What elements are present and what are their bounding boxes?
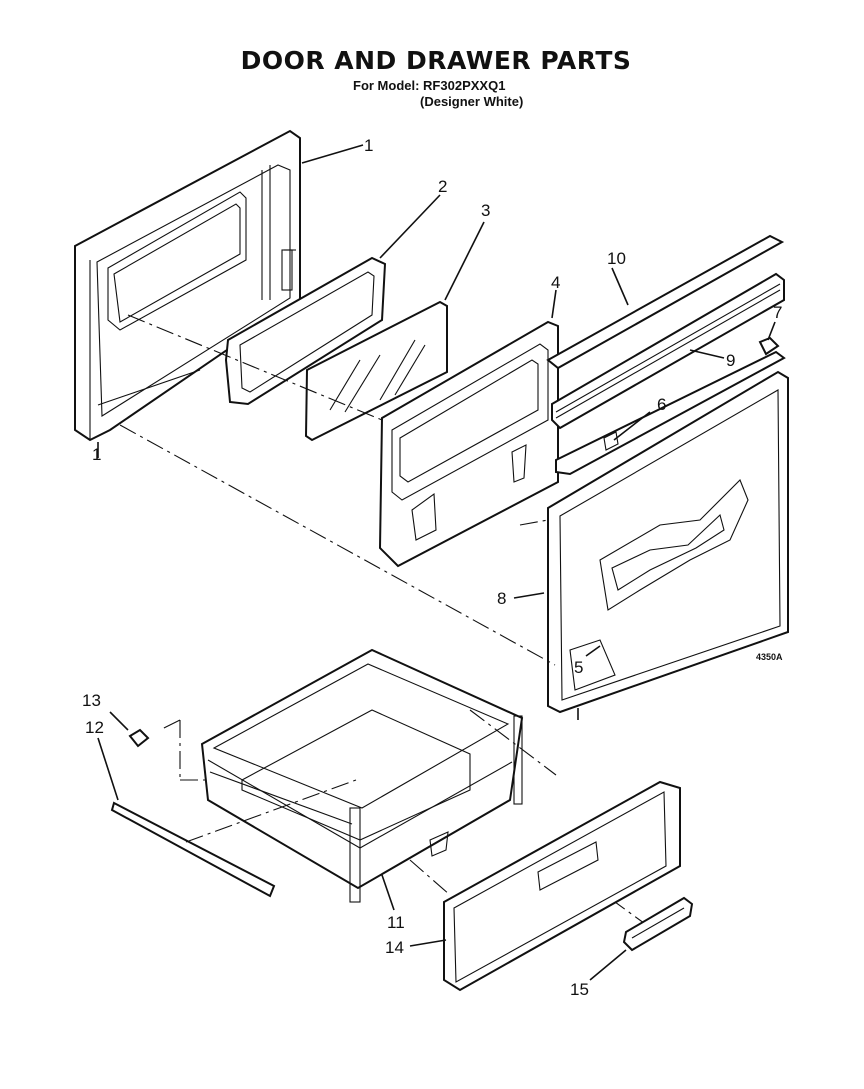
leader-5	[585, 645, 601, 657]
window-gasket	[224, 256, 387, 406]
drawer-clip	[128, 728, 150, 748]
leader-1-top	[301, 144, 364, 164]
leader-15	[589, 949, 627, 981]
top-trim-strip	[546, 234, 785, 370]
callout-15: 15	[570, 980, 589, 999]
callout-7: 7	[773, 303, 782, 322]
bottom-bracket	[555, 350, 786, 476]
callout-3: 3	[481, 201, 490, 220]
callout-1-top: 1	[364, 136, 373, 155]
callout-1-bottom: 1	[92, 445, 101, 464]
inner-door-liner	[378, 320, 559, 568]
callout-11: 11	[387, 913, 405, 932]
callout-8: 8	[497, 589, 506, 608]
assembly-line	[409, 859, 451, 896]
inner-door-panel	[547, 370, 789, 714]
leader-7	[767, 321, 776, 341]
assembly-line	[127, 314, 383, 421]
assembly-line	[119, 424, 556, 666]
callout-14: 14	[385, 938, 404, 957]
leader-9	[689, 349, 725, 359]
callout-6: 6	[657, 395, 666, 414]
leader-10	[611, 267, 629, 306]
leader-12	[97, 737, 119, 801]
leader-6	[613, 411, 651, 441]
callout-13: 13	[82, 691, 101, 710]
variant-line: (Designer White)	[420, 94, 524, 109]
callout-9: 9	[726, 351, 735, 370]
door-seal-channel	[551, 272, 785, 430]
outer-door-panel	[74, 129, 301, 442]
callout-4: 4	[551, 273, 560, 292]
callout-10: 10	[607, 249, 626, 268]
window-glass	[304, 300, 448, 442]
leader-14	[409, 939, 447, 947]
assembly-line	[469, 709, 557, 776]
callout-2: 2	[438, 177, 447, 196]
page-title: DOOR AND DRAWER PARTS	[240, 46, 632, 75]
leader-11	[381, 874, 395, 911]
drawer-handle	[622, 896, 694, 952]
model-line: For Model: RF302PXXQ1	[353, 78, 506, 93]
callout-12: 12	[85, 718, 104, 737]
leader-4	[551, 289, 557, 319]
drawer-front-panel	[443, 780, 681, 992]
leader-13	[109, 711, 129, 731]
callout-5: 5	[574, 658, 583, 677]
leader-3	[444, 221, 485, 301]
diagram-code: 4350A	[756, 652, 783, 662]
leader-8	[513, 592, 545, 599]
drawer-body	[200, 648, 524, 903]
assembly-line	[159, 719, 181, 731]
assembly-line	[519, 519, 549, 526]
leader-2	[379, 194, 441, 259]
door-clip	[758, 336, 780, 356]
drawer-rail	[110, 801, 276, 898]
